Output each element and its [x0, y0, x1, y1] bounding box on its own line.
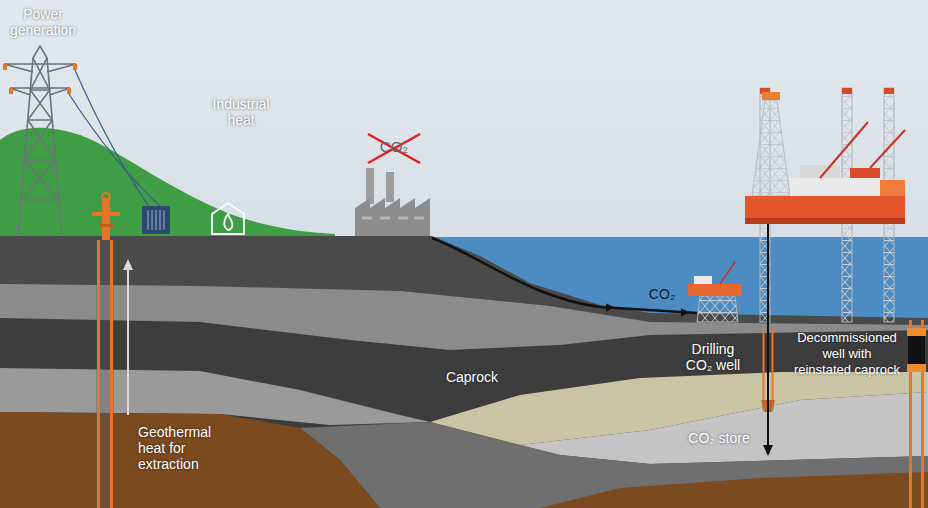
decommissioned-well	[907, 364, 926, 372]
rock-layers	[0, 236, 928, 508]
jack-up-rig	[800, 165, 840, 178]
co2-pipeline	[432, 238, 697, 313]
jack-up-rig	[790, 178, 880, 196]
pipeline-label: CO₂	[640, 286, 684, 302]
power-pylon	[10, 88, 70, 95]
drilling-well	[767, 224, 769, 446]
small-platform	[694, 276, 712, 284]
drilling-well	[761, 224, 775, 456]
caprock-layer	[0, 318, 928, 508]
jack-up-rig	[884, 88, 894, 94]
insulators	[9, 88, 13, 94]
geothermal-well	[110, 240, 113, 508]
power-wires	[75, 70, 150, 208]
small-platform	[688, 262, 742, 322]
factory	[386, 172, 394, 202]
drilling-well	[763, 445, 773, 456]
factory	[355, 168, 430, 236]
basement-right	[540, 472, 928, 508]
power-pylon	[21, 90, 59, 200]
co2-pipeline	[681, 308, 690, 316]
decommissioned-well	[907, 328, 926, 336]
cross-out-mark	[368, 134, 420, 163]
decommissioned-well	[907, 320, 926, 508]
geothermal-well	[92, 193, 120, 508]
deep-grey-layer	[300, 422, 928, 508]
jack-up-rig	[752, 100, 790, 196]
industrial-heat-icon	[212, 203, 244, 234]
factory	[355, 198, 430, 236]
geothermal-well	[92, 212, 120, 216]
transformer-icon	[142, 206, 170, 234]
drilling-well	[772, 330, 774, 410]
emission-label: CO₂	[369, 139, 419, 155]
insulators	[73, 64, 77, 70]
geothermal-well	[96, 240, 114, 508]
region-label: Industrial heat	[205, 96, 277, 128]
jack-up-rig	[745, 196, 905, 224]
jack-up-rig	[820, 122, 868, 178]
layer-label: Caprock	[440, 369, 504, 385]
power-pylon	[18, 46, 62, 236]
well-label: Decommissioned well with reinstated capr…	[793, 330, 901, 378]
drilling-well	[763, 330, 765, 410]
geothermal-well	[102, 198, 110, 240]
well-label: Drilling CO₂ well	[679, 341, 747, 373]
transformer-icon	[142, 206, 170, 234]
factory	[362, 217, 424, 220]
basement-left	[0, 412, 380, 508]
insulators	[67, 88, 71, 94]
jack-up-rig	[762, 92, 780, 100]
power-wires	[69, 70, 162, 208]
jack-up-rig	[842, 88, 852, 94]
layer-label: CO₂ store	[684, 430, 754, 446]
power-wires	[69, 94, 162, 208]
small-platform	[697, 296, 738, 322]
industrial-heat-icon	[224, 214, 232, 230]
cross-out-mark	[368, 134, 420, 163]
co2-store-layer	[520, 392, 928, 464]
region-label: Power generation	[3, 6, 83, 38]
small-platform	[720, 262, 735, 284]
power-pylon	[21, 58, 56, 200]
geothermal-well	[99, 224, 113, 227]
geothermal-well	[102, 193, 110, 201]
heat-arrow	[123, 259, 133, 415]
green-hill	[0, 128, 335, 236]
grey-layer	[0, 284, 928, 508]
jack-up-rig	[745, 218, 905, 224]
co2-pipeline	[432, 238, 697, 316]
small-platform	[688, 284, 742, 296]
jack-up-rig	[880, 180, 905, 196]
transformer-icon	[148, 210, 164, 230]
insulators	[3, 64, 7, 70]
top-layer	[0, 236, 928, 508]
heat-arrow	[123, 259, 133, 270]
process-label: Geothermal heat for extraction	[138, 424, 224, 472]
heat-arrow	[127, 268, 129, 415]
geothermal-well	[97, 240, 100, 508]
industrial-heat-icon	[212, 203, 244, 234]
jack-up-rig	[850, 168, 880, 178]
decommissioned-well	[908, 336, 925, 364]
power-pylon	[4, 46, 76, 236]
cross-out-mark	[368, 134, 420, 163]
insulators	[3, 64, 77, 94]
power-pylon	[24, 58, 59, 200]
power-pylon	[4, 64, 76, 72]
jack-up-rig	[870, 130, 905, 168]
co2-pipeline	[606, 304, 615, 312]
